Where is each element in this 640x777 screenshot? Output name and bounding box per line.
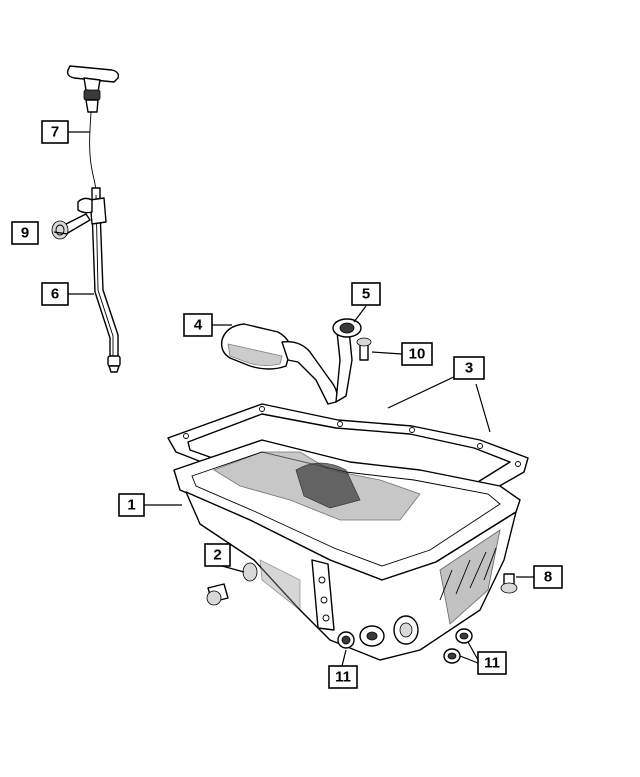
- svg-text:8: 8: [544, 569, 552, 586]
- plug-8: [500, 573, 518, 594]
- leader-lines: [53, 131, 534, 667]
- callout-4: 4: [183, 313, 213, 337]
- callout-5: 5: [351, 282, 381, 306]
- svg-text:5: 5: [362, 286, 370, 303]
- dipstick-assembly: [66, 65, 121, 373]
- plug-11-right-upper: [455, 628, 473, 644]
- svg-text:10: 10: [409, 346, 426, 363]
- svg-text:1: 1: [127, 497, 135, 514]
- oil-pump-pickup: [220, 318, 362, 405]
- svg-text:6: 6: [51, 286, 59, 303]
- callout-10: 10: [401, 342, 433, 366]
- svg-text:2: 2: [213, 547, 221, 564]
- svg-text:7: 7: [51, 124, 59, 141]
- oil-pan: [173, 439, 521, 661]
- svg-text:11: 11: [335, 669, 351, 686]
- bolt-9: [51, 213, 91, 240]
- callout-2: 2: [204, 543, 231, 567]
- plug-11-right-lower: [443, 648, 461, 664]
- callout-1: 1: [118, 493, 145, 517]
- svg-text:3: 3: [465, 360, 473, 377]
- svg-text:11: 11: [484, 655, 500, 672]
- callout-7: 7: [41, 120, 69, 144]
- bolt-2: [206, 562, 258, 606]
- callout-8: 8: [533, 565, 563, 589]
- callout-3: 3: [453, 356, 485, 380]
- svg-text:9: 9: [21, 225, 29, 242]
- callout-11-left: 11: [328, 665, 358, 689]
- bolt-10: [356, 337, 372, 361]
- plug-11-left: [337, 631, 355, 649]
- callout-9: 9: [11, 221, 39, 245]
- svg-text:4: 4: [194, 317, 203, 334]
- callout-11-right: 11: [477, 651, 507, 675]
- callout-6: 6: [41, 282, 69, 306]
